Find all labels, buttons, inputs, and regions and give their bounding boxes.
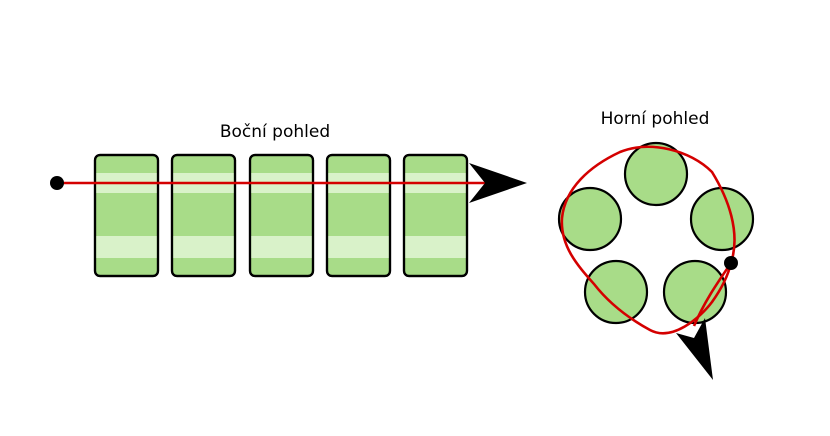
side-view: Boční pohled — [50, 122, 527, 278]
side-bead-1 — [93, 153, 160, 278]
side-arrowhead — [469, 163, 527, 203]
side-bead-3 — [248, 153, 315, 278]
side-thread-start-dot — [50, 176, 64, 190]
top-arrowhead — [676, 318, 713, 380]
top-view-title: Horní pohled — [601, 109, 710, 129]
side-bead-4 — [325, 153, 392, 278]
top-bead-2 — [689, 186, 755, 252]
top-thread-start-dot — [724, 256, 738, 270]
top-bead-3 — [662, 259, 728, 325]
top-view: Horní pohled — [557, 109, 755, 380]
top-bead-4 — [583, 259, 649, 325]
side-bead-2 — [170, 153, 237, 278]
side-bead-5 — [402, 153, 469, 278]
top-bead-1 — [623, 141, 689, 207]
side-view-title: Boční pohled — [220, 122, 330, 142]
top-bead-5 — [557, 186, 623, 252]
